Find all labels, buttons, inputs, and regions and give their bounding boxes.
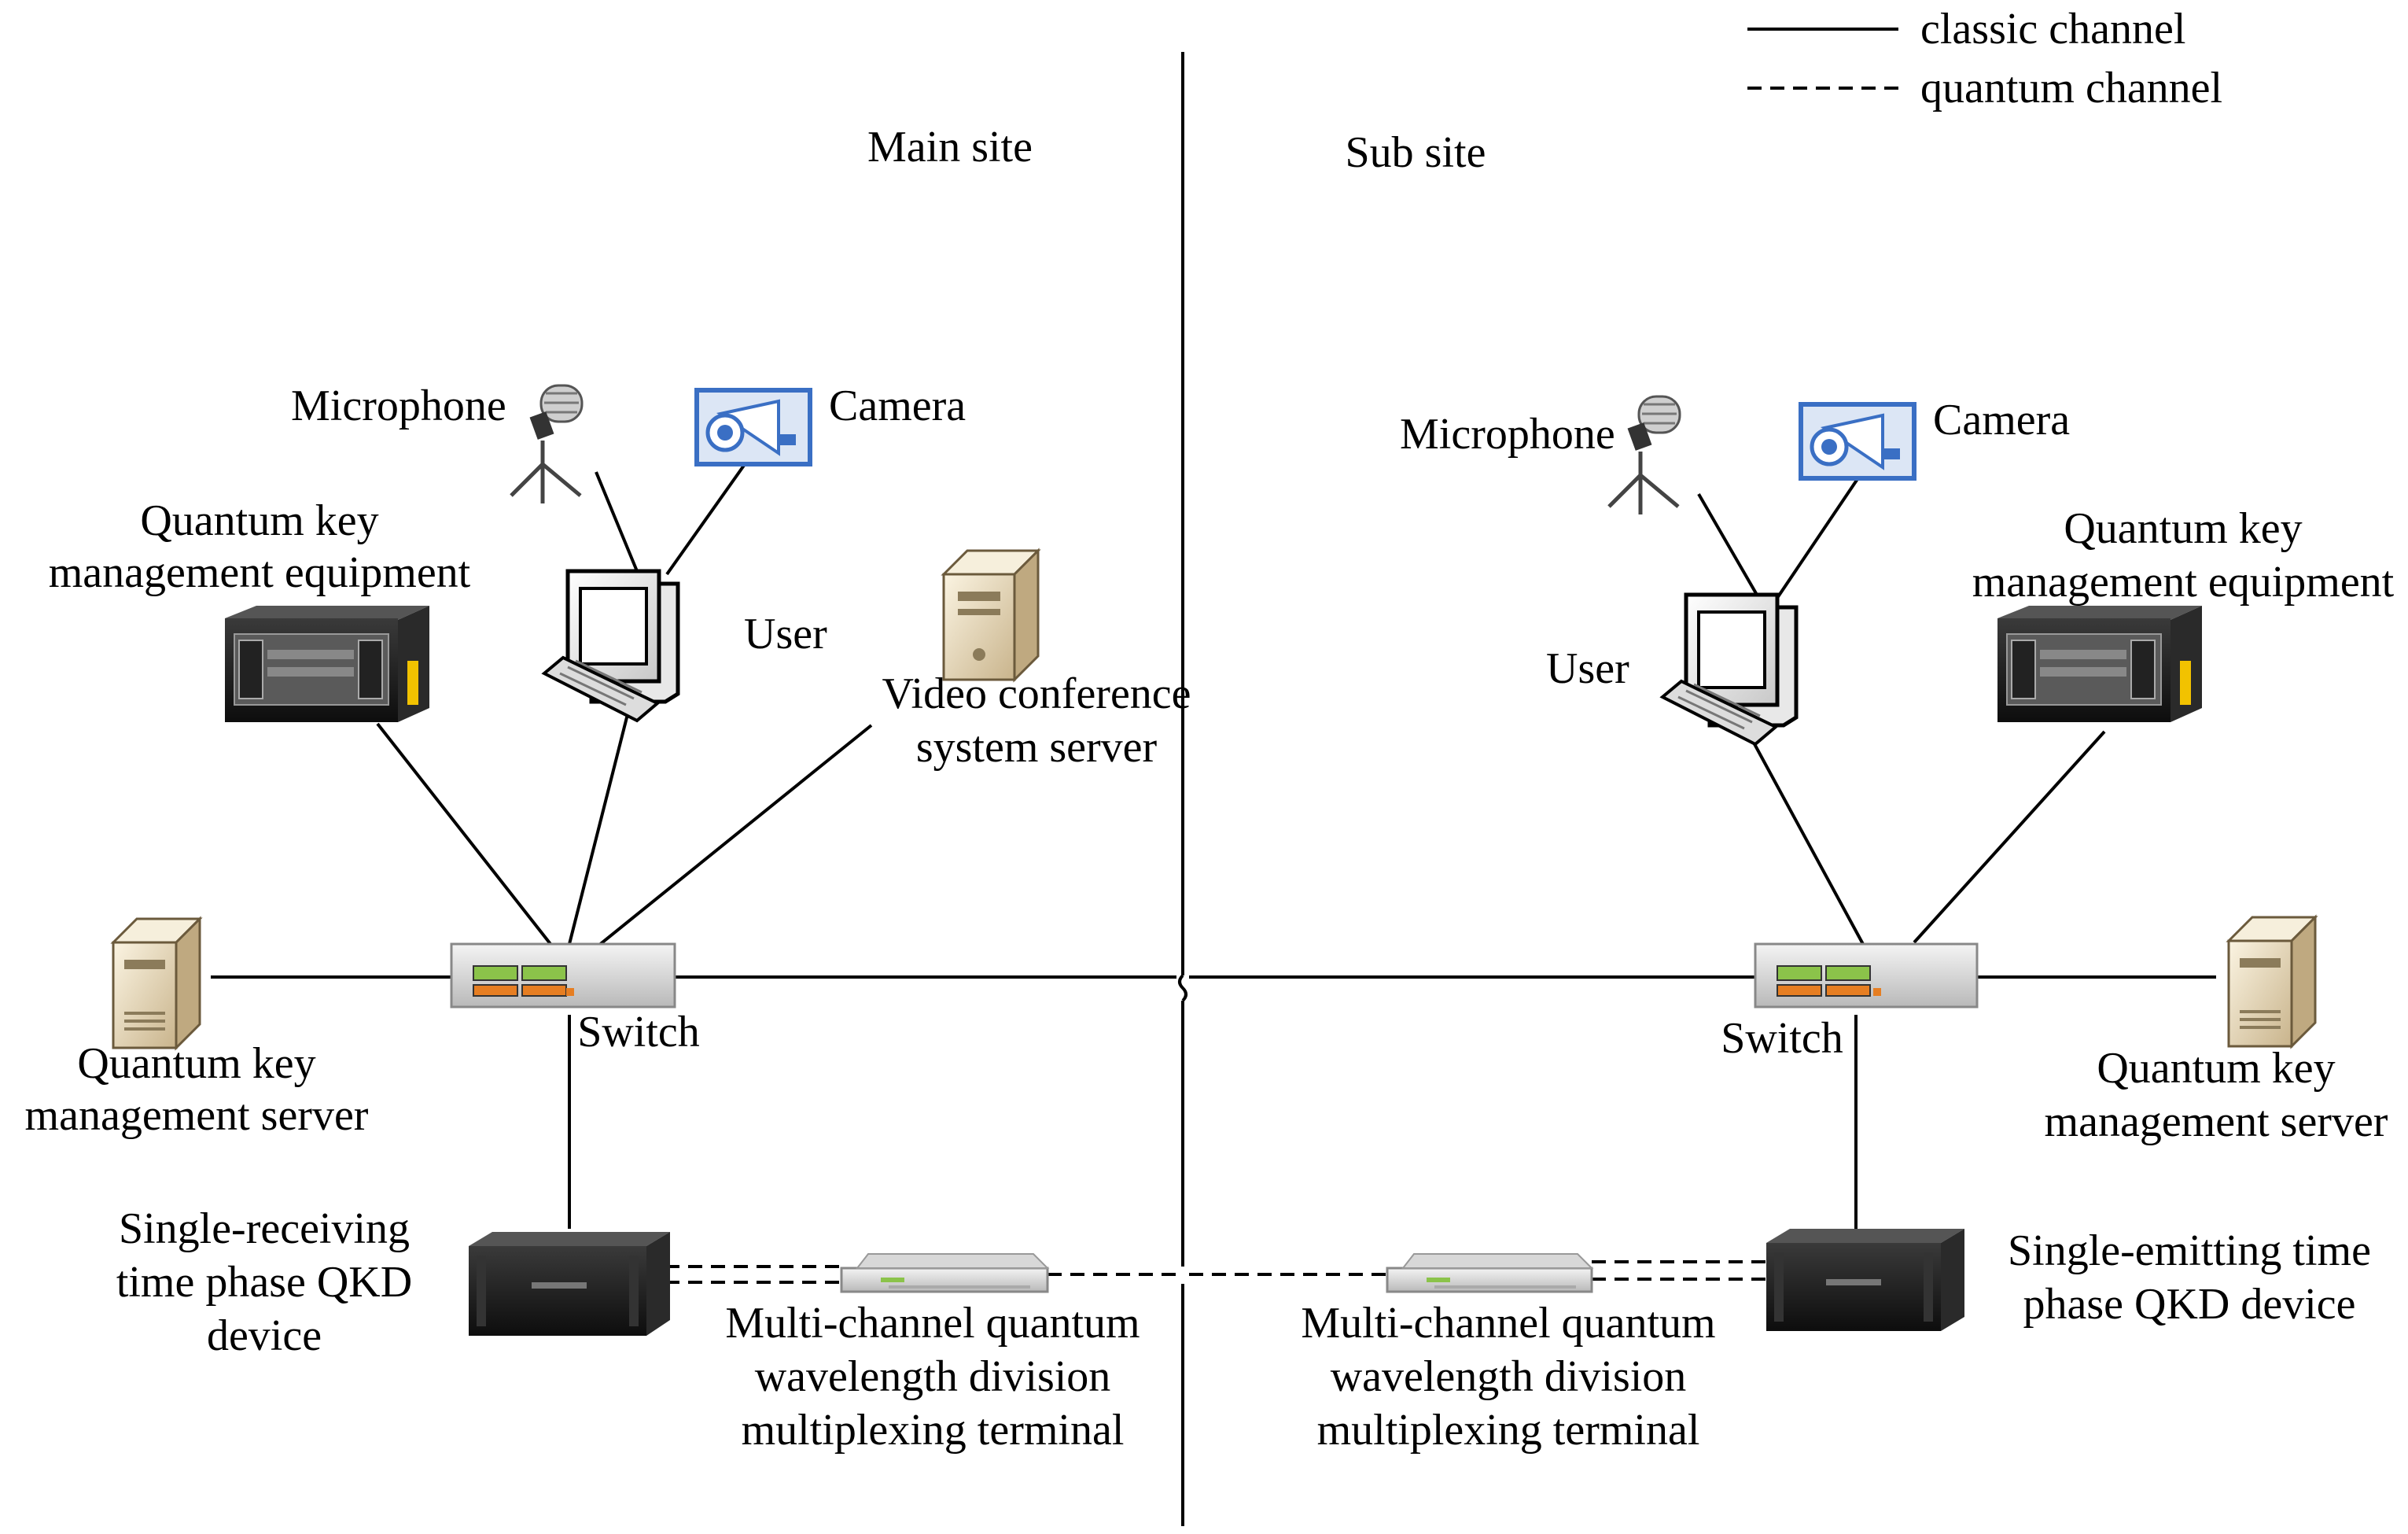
wdm-label-sub-2: wavelength division [1331,1352,1687,1401]
microphone-icon [510,384,584,503]
switch-label-sub: Switch [1721,1014,1843,1063]
wdm-terminal-icon [840,1253,1050,1293]
qkm-server-icon [110,916,203,1051]
wdm-label-main-2: wavelength division [755,1352,1111,1401]
user-label-main: User [744,610,827,658]
qkm-equipment-label-main-1: Quantum key [140,496,378,545]
link-user-to-switch-main [568,714,629,945]
qkm-server-label-main-1: Quantum key [77,1039,315,1088]
legend: classic channel quantum channel [1747,5,2222,112]
wdm-label-sub-1: Multi-channel quantum [1301,1299,1715,1348]
wdm-label-sub-3: multiplexing terminal [1317,1406,1700,1455]
qkd-device-receiving-icon [469,1232,670,1336]
wdm-label-main-3: multiplexing terminal [742,1406,1125,1455]
link-camera-to-user-main [665,459,749,576]
main-site-title: Main site [867,123,1033,171]
microphone-label-main: Microphone [291,382,506,430]
qkd-label-main-2: time phase QKD [116,1258,412,1307]
link-video-server-to-switch-main [593,724,873,950]
microphone-icon [1607,395,1681,514]
qkm-equipment-label-sub-2: management equipment [1972,558,2395,607]
link-qkm-equipment-to-switch-sub [1913,730,2106,944]
link-microphone-to-user-main [595,471,639,572]
user-computer-icon [1659,592,1799,747]
user-computer-icon [541,569,680,723]
camera-icon [694,388,812,466]
qkd-label-main-1: Single-receiving [119,1204,410,1253]
qkm-equipment-rack-icon [225,606,429,722]
switch-icon [450,942,676,1009]
switch-icon [1754,942,1979,1009]
sub-site-title: Sub site [1346,128,1486,177]
qkd-label-sub-2: phase QKD device [2023,1280,2356,1329]
site-divider-hop [1178,974,1187,1002]
legend-classic-label: classic channel [1920,5,2185,53]
camera-icon [1799,402,1916,481]
qkm-server-icon [2226,914,2318,1049]
microphone-label-sub: Microphone [1400,410,1615,459]
qkd-label-main-3: device [207,1311,322,1360]
qkd-label-sub-1: Single-emitting time [2008,1226,2371,1275]
qkm-server-label-main-2: management server [25,1091,369,1140]
wdm-terminal-icon [1386,1253,1594,1293]
qkm-equipment-rack-icon [1997,606,2202,722]
video-server-label-2: system server [916,723,1158,772]
link-microphone-to-user-sub [1697,492,1758,596]
video-server-label-1: Video conference [882,669,1191,718]
link-user-to-switch-sub [1752,742,1865,946]
qkm-server-label-sub-1: Quantum key [2097,1044,2335,1093]
qkd-device-emitting-icon [1766,1229,1964,1331]
switch-label-main: Switch [577,1008,700,1056]
camera-label-main: Camera [829,382,966,430]
qkm-equipment-label-main-2: management equipment [49,548,471,597]
qkm-equipment-label-sub-1: Quantum key [2064,504,2302,553]
link-qkm-equipment-to-switch-main [376,722,552,946]
camera-label-sub: Camera [1933,396,2070,444]
classic-links [211,459,2216,1230]
user-label-sub: User [1546,644,1629,693]
video-server-icon [941,548,1041,683]
legend-quantum-label: quantum channel [1920,64,2222,112]
qkm-server-label-sub-2: management server [2045,1097,2388,1146]
wdm-label-main-1: Multi-channel quantum [725,1299,1140,1348]
link-camera-to-user-sub [1776,470,1864,599]
quantum-links [665,1260,1769,1284]
